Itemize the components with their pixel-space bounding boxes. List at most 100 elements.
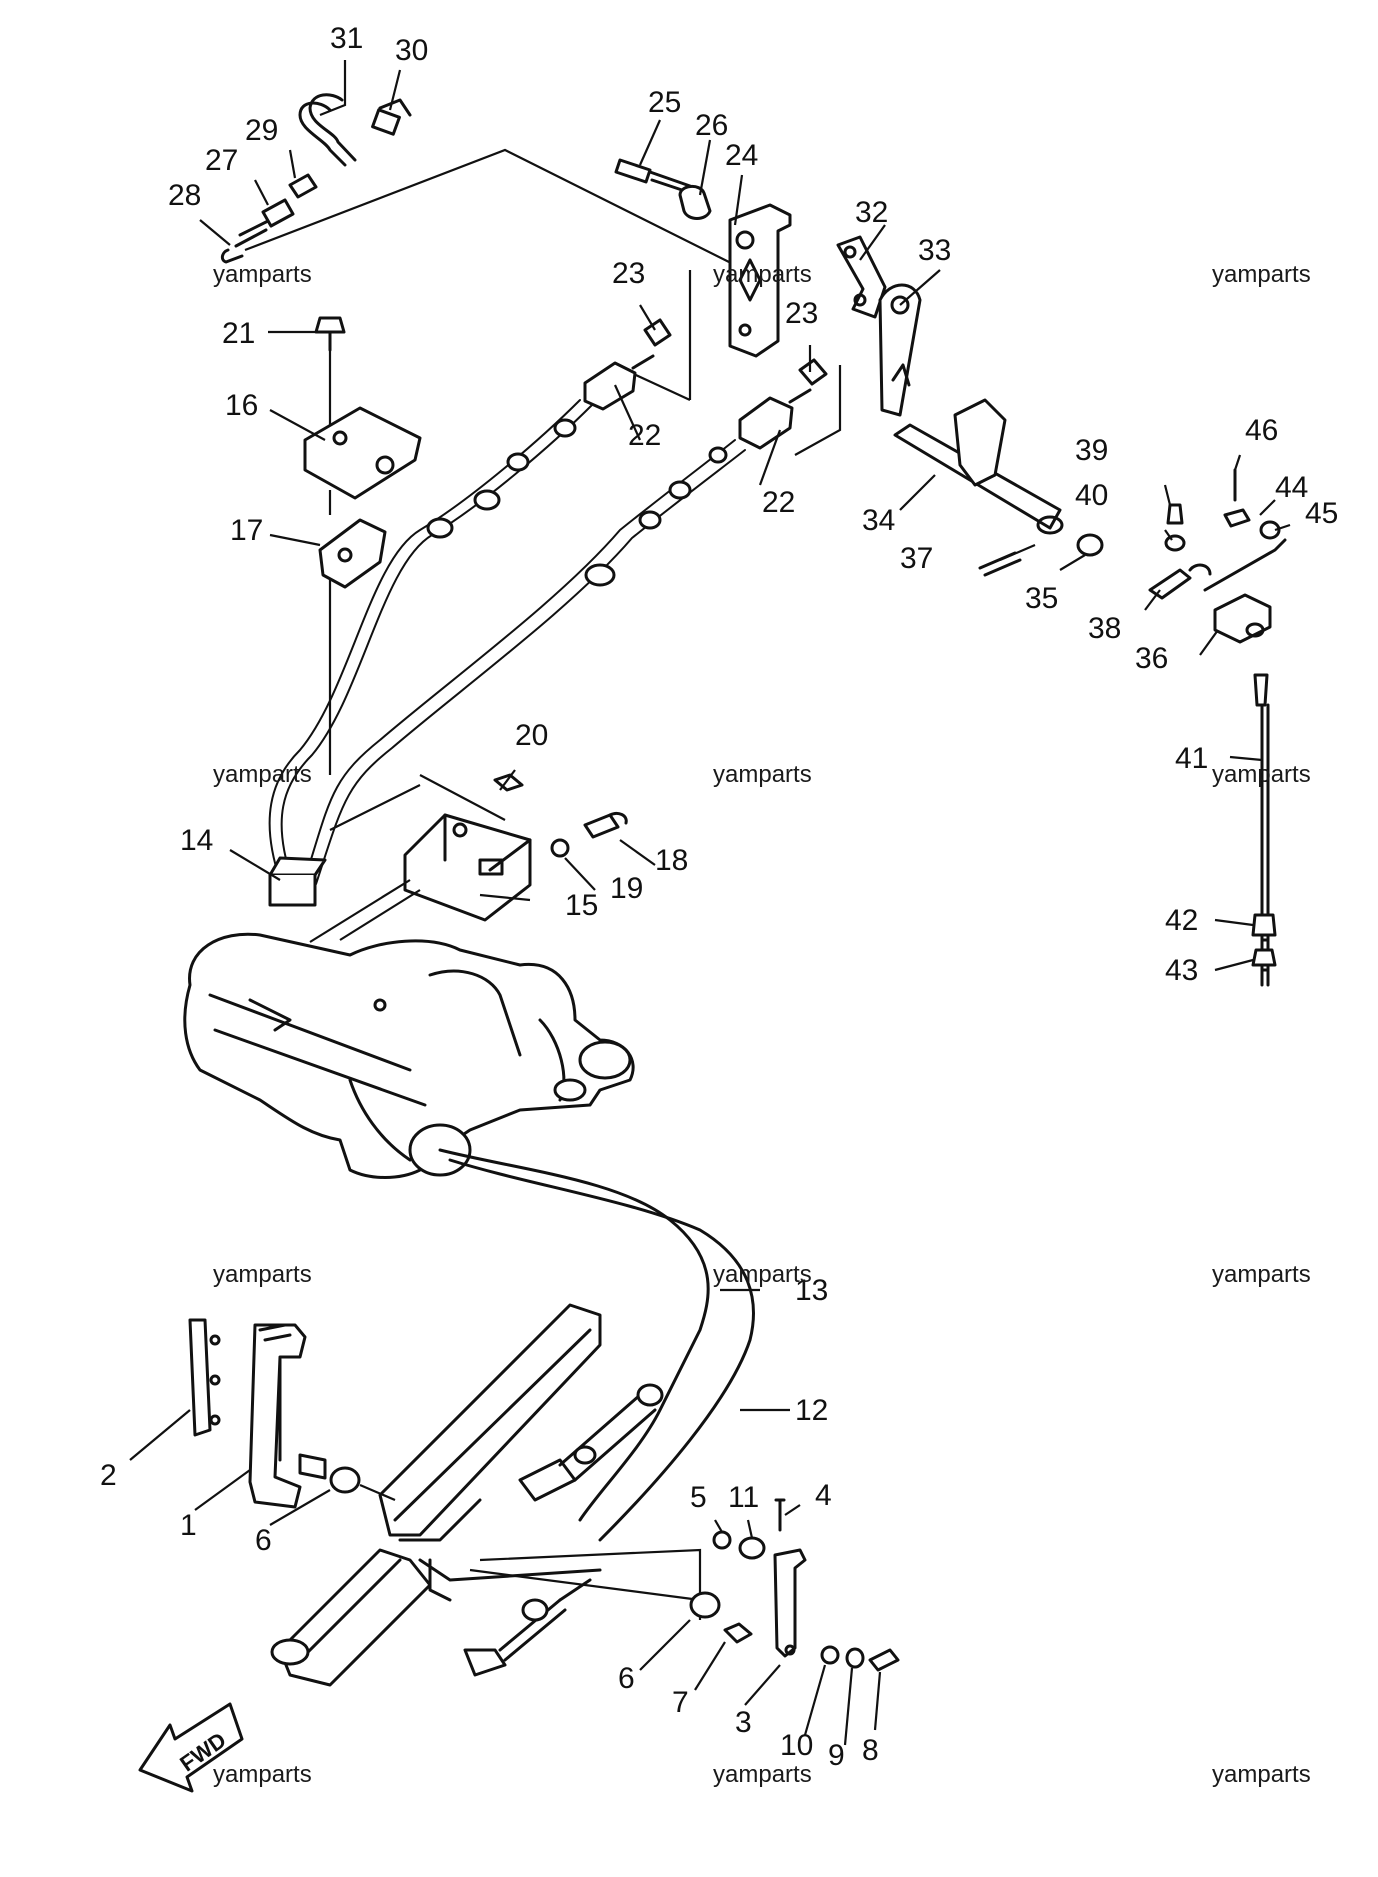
part-label-28: 28: [168, 179, 201, 212]
part-label-15: 15: [565, 889, 598, 922]
part-label-10: 10: [780, 1729, 813, 1762]
part-label-6-upper: 6: [255, 1524, 272, 1557]
cable-clamp: [318, 518, 387, 589]
bolt-8: [868, 1648, 900, 1672]
guide-line-28-24: [244, 148, 736, 266]
part-label-26: 26: [695, 109, 728, 142]
watermark-text: yamparts: [1212, 1261, 1311, 1288]
part-label-9: 9: [828, 1739, 845, 1772]
watermark-text: yamparts: [713, 1761, 812, 1788]
part-label-42: 42: [1165, 904, 1198, 937]
part-label-23-lower: 23: [785, 297, 818, 330]
shift-link: [518, 1383, 664, 1502]
clip-5: [712, 1530, 732, 1550]
watermark-text: yamparts: [1212, 761, 1311, 788]
watermark-text: yamparts: [713, 1261, 812, 1288]
control-cables: [268, 399, 746, 885]
throttle-link: [463, 1578, 592, 1677]
part-label-40: 40: [1075, 479, 1108, 512]
axis-line-15: [339, 889, 421, 941]
washer-19: [550, 838, 570, 858]
watermark-text: yamparts: [1212, 1761, 1311, 1788]
part-label-19: 19: [610, 872, 643, 905]
nut-43: [1251, 948, 1277, 967]
part-label-17: 17: [230, 514, 263, 547]
part-label-25: 25: [648, 86, 681, 119]
washer-9: [845, 1647, 865, 1669]
pin-4: [774, 1498, 786, 1532]
part-label-37: 37: [900, 542, 933, 575]
washer-11: [738, 1536, 766, 1560]
part-label-21: 21: [222, 317, 255, 350]
watermark-text: yamparts: [213, 761, 312, 788]
lever-shaft: [893, 398, 1064, 535]
watermark-text: yamparts: [1212, 261, 1311, 288]
part-label-20: 20: [515, 719, 548, 752]
leader-lines: [129, 60, 1291, 1746]
axis-line-6b: [469, 1568, 701, 1602]
watermarks: yamparts yamparts yamparts yamparts yamp…: [213, 261, 1311, 1788]
part-label-31: 31: [330, 22, 363, 55]
clip-lower: [798, 358, 828, 386]
part-label-39: 39: [1075, 434, 1108, 467]
part-label-4: 4: [815, 1479, 832, 1512]
part-label-43: 43: [1165, 954, 1198, 987]
part-label-46: 46: [1245, 414, 1278, 447]
part-label-22-upper: 22: [628, 419, 661, 452]
shift-bracket: [270, 1303, 602, 1687]
part-label-2: 2: [100, 1459, 117, 1492]
cable-end-upper: [583, 354, 655, 411]
screw-18: [583, 811, 628, 839]
throttle-lever-assembly: [836, 235, 922, 417]
nut-42: [1251, 913, 1277, 937]
lever-grip: [188, 1318, 221, 1437]
part-label-8: 8: [862, 1734, 879, 1767]
part-number-labels: 1 2 3 4 5 6 6 7 8 9 10 11 12 13 14 15 16…: [100, 22, 1338, 1772]
part-label-7: 7: [672, 1686, 689, 1719]
clip-upper: [643, 318, 672, 347]
bushing-6-upper: [329, 1466, 361, 1494]
right-linkage: [978, 468, 1287, 644]
part-label-32: 32: [855, 196, 888, 229]
nut-7: [723, 1622, 753, 1644]
cable-13: [438, 1148, 755, 1542]
part-label-24: 24: [725, 139, 758, 172]
axis-line-6a: [359, 1483, 396, 1502]
cover-plate: [303, 406, 422, 500]
part-label-44: 44: [1275, 471, 1308, 504]
part-label-1: 1: [180, 1509, 197, 1542]
link-line-22-right: [794, 365, 842, 456]
part-label-30: 30: [395, 34, 428, 67]
grease-hose-assembly: [220, 93, 412, 264]
watermark-text: yamparts: [213, 261, 312, 288]
part-label-18: 18: [655, 844, 688, 877]
part-label-5: 5: [690, 1481, 707, 1514]
watermark-text: yamparts: [213, 1761, 312, 1788]
part-label-29: 29: [245, 114, 278, 147]
part-label-12: 12: [795, 1394, 828, 1427]
part-label-16: 16: [225, 389, 258, 422]
part-label-36: 36: [1135, 642, 1168, 675]
shift-lever: [248, 1323, 327, 1509]
part-label-22-lower: 22: [762, 486, 795, 519]
bushing-6-lower: [689, 1591, 721, 1619]
cable-end-lower: [738, 388, 812, 450]
part-label-27: 27: [205, 144, 238, 177]
axis-line-20: [329, 774, 506, 831]
control-bracket-assembly: [614, 158, 792, 358]
part-label-11: 11: [728, 1481, 759, 1514]
watermark-text: yamparts: [713, 261, 812, 288]
part-label-23-upper: 23: [612, 257, 645, 290]
part-label-34: 34: [862, 504, 895, 537]
axis-line-handle: [309, 879, 411, 943]
steering-handle-body: [183, 932, 635, 1179]
mounting-block: [403, 813, 532, 922]
part-label-14: 14: [180, 824, 213, 857]
part-label-38: 38: [1088, 612, 1121, 645]
washer-10: [820, 1645, 840, 1665]
link-rod: [1253, 673, 1270, 987]
part-label-41: 41: [1175, 742, 1208, 775]
part-label-45: 45: [1305, 497, 1338, 530]
